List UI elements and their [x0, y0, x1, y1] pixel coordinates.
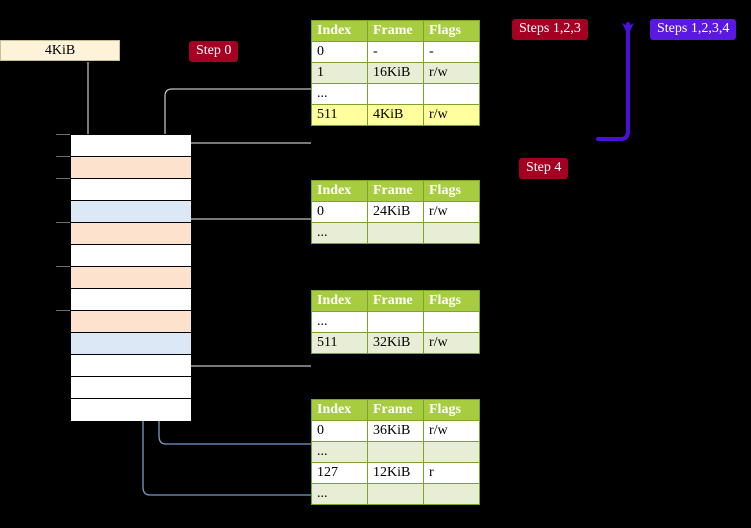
cell-index: ... — [311, 483, 368, 505]
cell-index: 0 — [311, 420, 368, 442]
cell-flags — [423, 222, 480, 244]
badge-step-0: Step 0 — [189, 41, 239, 62]
memory-row-10 — [71, 355, 191, 377]
cell-frame: - — [367, 41, 424, 63]
cell-frame: 24KiB — [367, 201, 424, 223]
memory-row-6 — [71, 267, 191, 289]
memory-row-7 — [71, 289, 191, 311]
memory-row-3 — [71, 201, 191, 223]
cell-frame: 12KiB — [367, 462, 424, 484]
cell-frame: 36KiB — [367, 420, 424, 442]
column-header-index: Index — [311, 180, 368, 202]
cell-frame: 32KiB — [367, 332, 424, 354]
cell-flags — [423, 483, 480, 505]
column-header-frame: Frame — [367, 399, 424, 421]
cell-flags: r/w — [423, 201, 480, 223]
physical-memory-column — [70, 134, 191, 421]
cell-flags: r — [423, 462, 480, 484]
cell-index: ... — [311, 311, 368, 333]
cell-frame — [367, 441, 424, 463]
cell-index: 0 — [311, 41, 368, 63]
memory-row-12 — [71, 399, 191, 421]
memory-row-5 — [71, 245, 191, 267]
cell-frame — [367, 483, 424, 505]
memory-row-1 — [71, 157, 191, 179]
cell-index: 127 — [311, 462, 368, 484]
cell-flags — [423, 311, 480, 333]
memory-tick-4 — [56, 222, 70, 223]
memory-tick-6 — [56, 266, 70, 267]
cell-frame — [367, 83, 424, 105]
column-header-flags: Flags — [423, 290, 480, 312]
cell-index: ... — [311, 83, 368, 105]
memory-tick-8 — [56, 310, 70, 311]
badge-steps-1-2-3-4: Steps 1,2,3,4 — [650, 19, 737, 40]
memory-tick-2 — [56, 178, 70, 179]
table-row: ... — [311, 83, 480, 105]
column-header-flags: Flags — [423, 399, 480, 421]
column-header-index: Index — [311, 20, 368, 42]
memory-tick-1 — [56, 156, 70, 157]
memory-row-8 — [71, 311, 191, 333]
table-row: 0-- — [311, 41, 480, 63]
wire-steps-loop — [596, 22, 634, 141]
memory-row-2 — [71, 179, 191, 201]
cell-index: 0 — [311, 201, 368, 223]
badge-steps-1-2-3: Steps 1,2,3 — [512, 19, 588, 40]
column-header-flags: Flags — [423, 20, 480, 42]
column-header-index: Index — [311, 290, 368, 312]
column-header-flags: Flags — [423, 180, 480, 202]
size-box-4kib: 4KiB — [0, 40, 120, 61]
table-row: ... — [311, 483, 480, 505]
column-header-frame: Frame — [367, 20, 424, 42]
cell-flags: r/w — [423, 420, 480, 442]
memory-row-11 — [71, 377, 191, 399]
memory-row-4 — [71, 223, 191, 245]
memory-row-0 — [71, 135, 191, 157]
cell-frame: 4KiB — [367, 104, 424, 126]
cell-index: ... — [311, 441, 368, 463]
table-row: ... — [311, 441, 480, 463]
table-row: ... — [311, 311, 480, 333]
column-header-frame: Frame — [367, 180, 424, 202]
cell-index: 511 — [311, 104, 368, 126]
cell-flags: r/w — [423, 62, 480, 84]
table-row: ... — [311, 222, 480, 244]
cell-flags: - — [423, 41, 480, 63]
cell-flags: r/w — [423, 332, 480, 354]
cell-flags — [423, 83, 480, 105]
column-header-index: Index — [311, 399, 368, 421]
memory-row-9 — [71, 333, 191, 355]
cell-flags — [423, 441, 480, 463]
cell-frame: 16KiB — [367, 62, 424, 84]
cell-index: 1 — [311, 62, 368, 84]
badge-step-4: Step 4 — [519, 158, 569, 179]
column-header-frame: Frame — [367, 290, 424, 312]
cell-frame — [367, 311, 424, 333]
cell-index: 511 — [311, 332, 368, 354]
cell-flags: r/w — [423, 104, 480, 126]
memory-tick-0 — [56, 134, 70, 135]
cell-frame — [367, 222, 424, 244]
cell-index: ... — [311, 222, 368, 244]
